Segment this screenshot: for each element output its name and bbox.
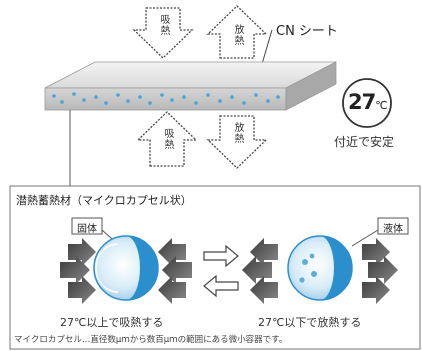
sheet-dot bbox=[94, 95, 98, 99]
liquid-capsule bbox=[287, 235, 353, 301]
sheet-dot bbox=[126, 99, 130, 103]
sheet-dot bbox=[242, 101, 246, 105]
sheet-dot bbox=[254, 93, 258, 97]
sheet-dot bbox=[148, 101, 152, 105]
top-absorb-arrow bbox=[132, 7, 194, 59]
temperature-caption: 付近で安定 bbox=[334, 135, 395, 149]
sheet-dot bbox=[116, 93, 120, 97]
sheet-dot bbox=[276, 95, 280, 99]
sheet-dot bbox=[206, 93, 210, 97]
sheet-dot bbox=[194, 101, 198, 105]
bottom-release-arrow bbox=[206, 115, 268, 169]
top-release-label: 放熱 bbox=[232, 24, 243, 46]
solid-capsule bbox=[93, 235, 159, 301]
right-caption: 27℃以下で放熱する bbox=[258, 316, 362, 329]
liquid-heat-arrows bbox=[242, 238, 398, 304]
sheet-dot bbox=[266, 99, 270, 103]
sheet-dot bbox=[138, 95, 142, 99]
detail-title: 潜熱蓄熱材（マイクロカプセル状） bbox=[16, 194, 192, 207]
solid-heat-arrows bbox=[60, 238, 192, 304]
liquid-droplets bbox=[299, 253, 317, 283]
sheet-dot bbox=[170, 98, 174, 102]
temperature-badge-circle bbox=[342, 78, 392, 128]
footnote: マイクロカプセル…直径数μｍから数百μｍの範囲にある微小容器です。 bbox=[14, 335, 288, 345]
liquid-label-box bbox=[377, 217, 409, 235]
sheet-dot bbox=[52, 94, 56, 98]
sheet-dot bbox=[182, 95, 186, 99]
temperature-value: 27℃ bbox=[348, 90, 388, 114]
solid-label-box bbox=[71, 217, 103, 235]
transition-arrows bbox=[203, 244, 239, 298]
sheet-dot bbox=[218, 99, 222, 103]
sheet-leader-line bbox=[261, 29, 273, 65]
cn-sheet bbox=[44, 61, 337, 111]
bottom-absorb-arrow bbox=[136, 111, 198, 167]
top-absorb-label: 吸熱 bbox=[158, 14, 169, 36]
sheet-dot bbox=[72, 92, 76, 96]
sheet-dot bbox=[60, 100, 64, 104]
sheet-dot bbox=[160, 93, 164, 97]
solid-label: 固体 bbox=[77, 224, 97, 235]
sheet-microcapsule-dots bbox=[52, 92, 280, 105]
sheet-label: CN シート bbox=[276, 24, 338, 39]
sheet-dot bbox=[230, 95, 234, 99]
liquid-label: 液体 bbox=[383, 224, 403, 235]
left-caption: 27℃以上で吸熱する bbox=[60, 316, 164, 329]
bottom-release-label: 放熱 bbox=[232, 122, 243, 144]
sheet-dot bbox=[104, 101, 108, 105]
sheet-dot bbox=[82, 98, 86, 102]
top-release-arrow bbox=[206, 5, 268, 59]
bottom-absorb-label: 吸熱 bbox=[162, 128, 173, 150]
